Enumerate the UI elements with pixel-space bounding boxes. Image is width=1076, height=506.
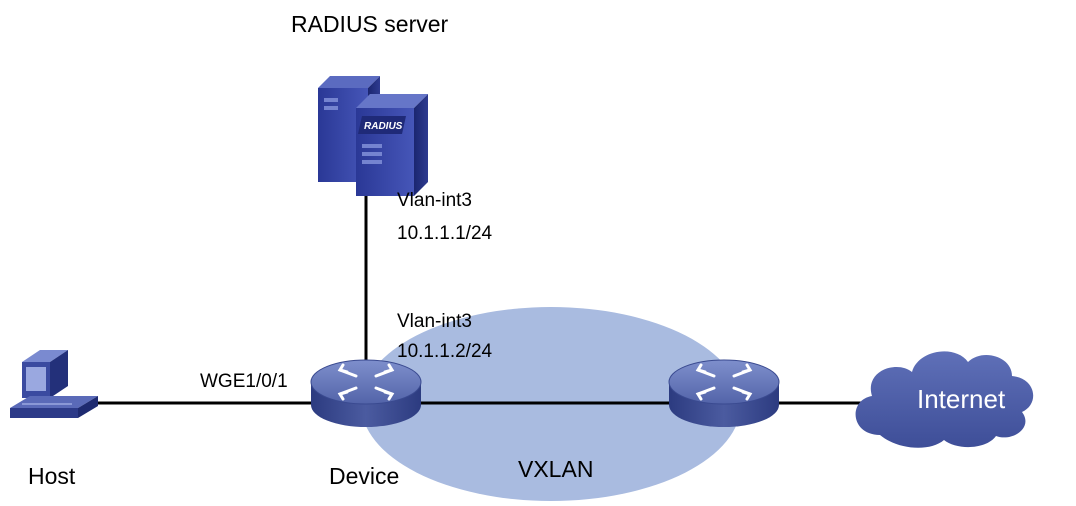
server-ip-label: 10.1.1.1/24 [397,223,493,244]
server-vlan-label: Vlan-int3 [397,190,472,211]
device-switch-icon [310,359,422,427]
core-switch-icon [668,359,780,427]
radius-server-icon [318,76,428,196]
radius-badge: RADIUS [364,121,403,132]
host-label: Host [28,463,76,489]
device-ip-label: 10.1.1.2/24 [397,341,493,362]
vxlan-label: VXLAN [518,456,593,482]
radius-server-label: RADIUS server [291,11,449,37]
internet-cloud-icon [855,351,1034,448]
host-pc-icon [10,350,98,418]
device-vlan-label: Vlan-int3 [397,311,472,332]
host-port-label: WGE1/0/1 [200,371,288,392]
internet-label: Internet [917,384,1006,414]
device-label: Device [329,463,399,489]
